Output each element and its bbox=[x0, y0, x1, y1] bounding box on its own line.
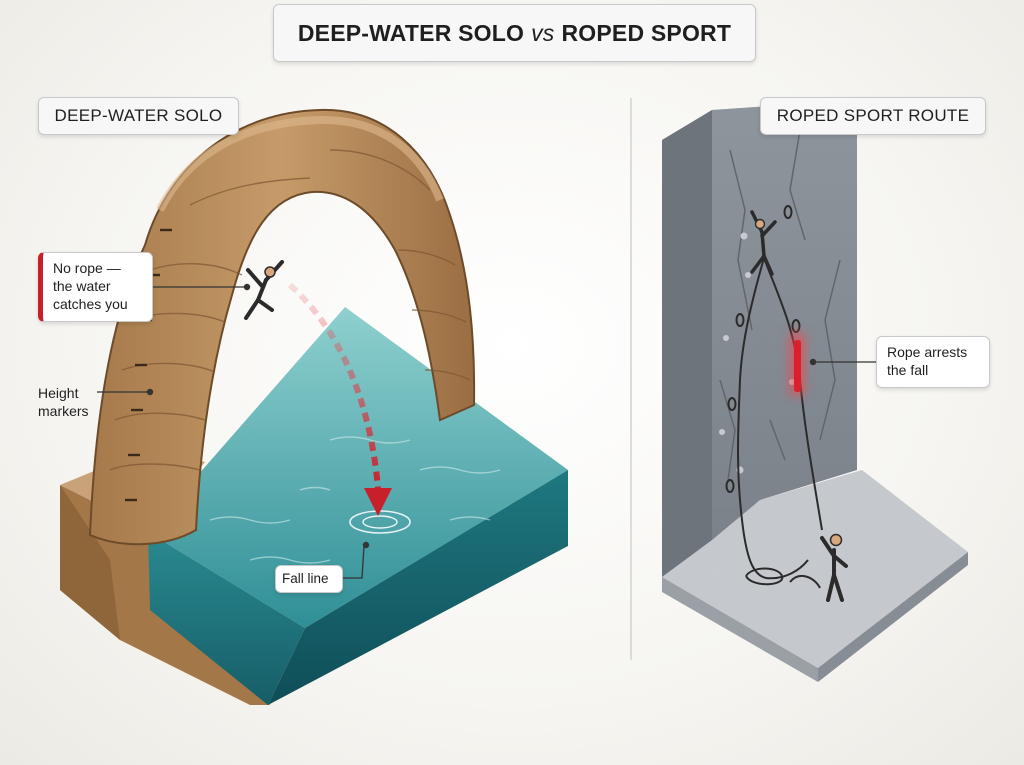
title-left: DEEP-WATER SOLO bbox=[297, 19, 525, 46]
right-panel-label: ROPED SPORT ROUTE bbox=[760, 97, 986, 135]
height-markers-label: Height markers bbox=[38, 385, 89, 419]
rope-arrests-callout: Rope arrests the fall bbox=[876, 336, 990, 388]
title-right: ROPED SPORT bbox=[561, 19, 732, 46]
lead-climber bbox=[750, 210, 777, 276]
wall-face bbox=[712, 100, 857, 540]
rope-arrest-highlight bbox=[794, 340, 801, 392]
ground-side bbox=[818, 552, 968, 682]
title-vs: vs bbox=[531, 19, 555, 46]
roped-sport-illustration bbox=[662, 100, 968, 682]
arch-strata bbox=[109, 149, 471, 471]
left-leader-lines bbox=[97, 286, 365, 579]
water-ripples bbox=[209, 436, 501, 564]
belayer bbox=[820, 533, 848, 602]
page-title: DEEP-WATER SOLO vs ROPED SPORT bbox=[273, 4, 756, 62]
ground-top bbox=[662, 470, 968, 668]
deep-water-solo-illustration bbox=[60, 108, 568, 705]
right-leader-dot bbox=[809, 358, 817, 366]
left-panel-label: DEEP-WATER SOLO bbox=[38, 97, 239, 135]
wall-side bbox=[662, 110, 712, 577]
water-front-face-right bbox=[268, 470, 568, 705]
rope-coil bbox=[745, 567, 821, 589]
no-rope-callout: No rope — the water catches you bbox=[38, 252, 153, 322]
rock-base-side bbox=[60, 485, 120, 640]
ground-front bbox=[662, 577, 818, 682]
fall-line-arrowhead bbox=[364, 488, 392, 516]
solo-climber bbox=[244, 260, 284, 320]
leader-dots bbox=[146, 283, 370, 549]
quickdraws bbox=[725, 205, 801, 493]
fall-line-label: Fall line bbox=[275, 565, 343, 593]
water-front-face bbox=[148, 532, 305, 705]
water-surface bbox=[148, 307, 568, 628]
arch-top-highlight bbox=[156, 115, 444, 212]
